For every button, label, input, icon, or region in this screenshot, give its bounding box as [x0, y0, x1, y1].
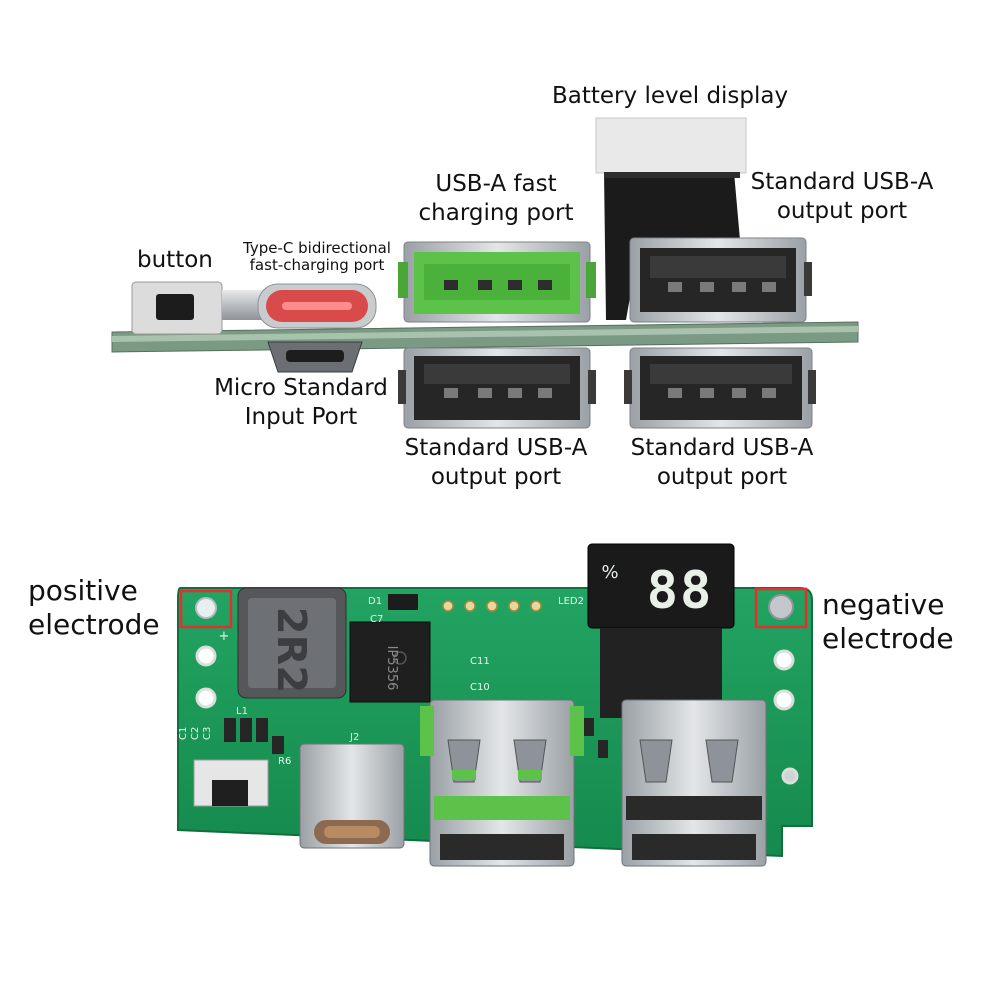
label-negative-line2: electrode [822, 621, 954, 655]
ic-chip [349, 621, 431, 703]
usba-bottom-right-side [624, 347, 816, 429]
label-typec: Type-C bidirectional fast-charging port [234, 239, 400, 275]
chip-marking: IP5356 [384, 646, 399, 691]
label-positive-electrode: positive electrode [28, 574, 160, 641]
smd-components [224, 718, 608, 758]
button-top-view [193, 759, 269, 807]
label-battery-display: Battery level display [552, 83, 789, 109]
typec-port-side [257, 283, 377, 329]
ref-r6: R6 [278, 756, 291, 767]
ref-d1: D1 [368, 596, 382, 607]
side-button [131, 281, 262, 335]
label-usba-fast-line1: USB-A fast [435, 171, 557, 197]
positive-highlight-box [179, 589, 233, 629]
micro-usb-side [267, 341, 363, 373]
label-std-out-bottom-left: Standard USB-A output port [398, 434, 594, 492]
usba-standard-top-view [621, 699, 767, 867]
label-micro-line1: Micro Standard [214, 375, 388, 401]
label-std-out-top-right-line1: Standard USB-A [750, 169, 934, 195]
negative-highlight-box [754, 587, 808, 629]
label-negative-line1: negative [822, 588, 945, 621]
inductor-marking: 2R2 [268, 607, 314, 693]
label-negative-electrode: negative electrode [822, 588, 954, 655]
ref-l1: L1 [236, 706, 248, 717]
usba-fast-top-view [420, 699, 584, 867]
label-std-out-bottom-right-line1: Standard USB-A [630, 435, 814, 461]
label-typec-line2: fast-charging port [249, 256, 385, 275]
ref-j2: J2 [349, 732, 359, 743]
label-usba-fast: USB-A fast charging port [408, 170, 584, 228]
top-view-board [177, 543, 813, 867]
ref-c3: C3 [202, 727, 213, 740]
label-positive-line1: positive [28, 574, 138, 607]
typec-top-view [299, 743, 405, 849]
usba-top-right-side [629, 237, 812, 323]
battery-display-ribbon [595, 117, 747, 320]
mounting-holes [195, 645, 799, 785]
display-digits: 88 [647, 561, 714, 621]
label-usba-fast-line2: charging port [418, 199, 574, 226]
ref-c1: C1 [178, 727, 189, 740]
label-typec-line1: Type-C bidirectional [243, 239, 391, 257]
label-std-out-bottom-right: Standard USB-A output port [624, 434, 820, 492]
ref-led2: LED2 [558, 596, 584, 607]
usba-bottom-left-side [398, 347, 596, 429]
label-micro-line2: Input Port [244, 403, 358, 430]
positive-pad [195, 597, 217, 619]
label-std-out-top-right: Standard USB-A output port [744, 168, 940, 226]
ref-c10: C10 [470, 682, 490, 693]
label-positive-line2: electrode [28, 607, 160, 641]
label-button: button [137, 247, 213, 273]
inductor [237, 587, 347, 699]
negative-pad [768, 594, 794, 620]
side-view-board [111, 117, 859, 429]
display-percent: % [601, 562, 618, 583]
ref-c2: C2 [190, 727, 201, 740]
diode [388, 594, 418, 610]
label-std-out-bottom-right-line2: output port [656, 463, 788, 490]
ref-c11: C11 [470, 656, 490, 667]
header-pads [442, 600, 542, 612]
label-std-out-bottom-left-line1: Standard USB-A [404, 435, 588, 461]
label-std-out-top-right-line2: output port [776, 197, 908, 224]
usba-fast-side [398, 241, 596, 323]
label-micro: Micro Standard Input Port [208, 374, 394, 432]
ref-c7: C7 [370, 614, 383, 625]
plus-marking: + [219, 629, 230, 644]
label-std-out-bottom-left-line2: output port [430, 463, 562, 490]
